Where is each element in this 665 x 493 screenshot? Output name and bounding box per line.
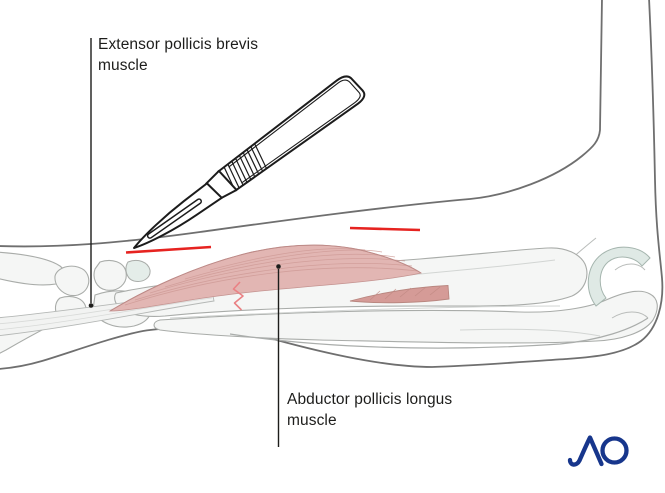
incision-marks bbox=[125, 226, 421, 311]
skin-top-contour bbox=[0, 0, 603, 248]
ulna-ridge-line bbox=[169, 305, 561, 319]
muscle-striation bbox=[134, 263, 413, 301]
fascia-split-zigzag bbox=[232, 281, 244, 311]
muscle-striation bbox=[209, 248, 366, 271]
muscle-striation bbox=[149, 258, 406, 294]
ulna-bone bbox=[153, 290, 658, 344]
elbow-joint-line bbox=[611, 311, 649, 319]
label-line: muscle bbox=[98, 57, 148, 74]
carpal-bone bbox=[125, 259, 151, 282]
scalpel bbox=[133, 75, 366, 249]
radial-head-line bbox=[614, 263, 646, 271]
scalpel-handle bbox=[217, 75, 366, 192]
carpal-bone bbox=[93, 259, 127, 291]
ao-logo-letter-o bbox=[600, 436, 629, 465]
muscle-striation bbox=[124, 267, 419, 306]
muscle-striation bbox=[184, 249, 383, 280]
label-line: muscle bbox=[287, 412, 337, 429]
label-line: Extensor pollicis brevis bbox=[98, 36, 259, 53]
ao-logo-letter-a bbox=[567, 435, 604, 467]
blade-slot-inner bbox=[148, 199, 201, 238]
scalpel-grip bbox=[223, 143, 268, 192]
extensor-leader-dot bbox=[88, 303, 94, 308]
ulna-lower-silhouette bbox=[229, 317, 649, 349]
muscle-top-edge bbox=[109, 244, 422, 312]
label-abductor-pollicis-longus: Abductor pollicis longus muscle bbox=[287, 389, 452, 431]
label-line: Abductor pollicis longus bbox=[287, 391, 453, 408]
deep-muscle-shape bbox=[349, 285, 450, 304]
leader-lines bbox=[88, 38, 281, 447]
deep-muscle-group bbox=[349, 285, 450, 304]
incision-line-proximal bbox=[349, 226, 421, 232]
upper-arm-right-contour bbox=[0, 0, 664, 370]
muscle-striation bbox=[164, 253, 396, 288]
carpal-bone bbox=[54, 265, 90, 297]
trochlear-notch-cartilage bbox=[587, 246, 651, 307]
ao-logo bbox=[567, 435, 629, 467]
tendon-line bbox=[0, 297, 213, 330]
abductor-leader-dot bbox=[276, 264, 281, 269]
abductor-muscle-group bbox=[108, 244, 423, 312]
scalpel-handle-bevel bbox=[228, 79, 361, 183]
incision-line-distal bbox=[125, 245, 212, 254]
label-extensor-pollicis-brevis: Extensor pollicis brevis muscle bbox=[98, 34, 258, 76]
deep-muscle-striations bbox=[369, 286, 441, 301]
forearm-detail-line bbox=[459, 328, 601, 337]
